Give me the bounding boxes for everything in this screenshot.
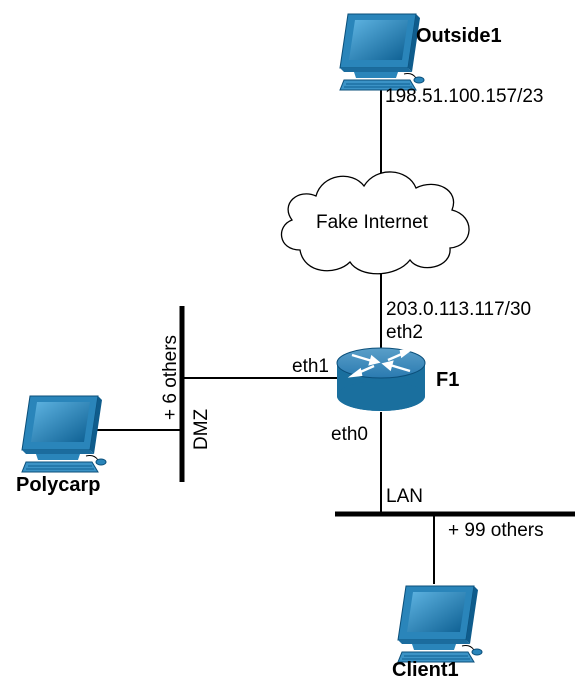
lan-label: LAN — [386, 486, 423, 507]
f1-eth0-label: eth0 — [331, 424, 368, 445]
dmz-others-label: + 6 others — [160, 335, 181, 420]
client1-label: Client1 — [392, 659, 459, 679]
outside1-label: Outside1 — [416, 25, 502, 47]
f1-wan-ip: 203.0.113.117/30 — [386, 299, 531, 320]
outside1-ip: 198.51.100.157/23 — [385, 86, 544, 107]
workstation-icon — [21, 395, 107, 473]
workstation-icon — [339, 13, 425, 91]
workstation-icon — [397, 585, 483, 663]
dmz-label: DMZ — [191, 408, 212, 450]
f1-eth2-label: eth2 — [386, 322, 423, 343]
lan-others-label: + 99 others — [448, 520, 544, 541]
cloud-icon — [281, 171, 470, 275]
internet-label: Fake Internet — [316, 212, 429, 233]
polycarp-label: Polycarp — [16, 474, 100, 496]
f1-eth1-label: eth1 — [292, 356, 329, 377]
router-icon — [336, 347, 426, 411]
f1-label: F1 — [436, 369, 459, 391]
